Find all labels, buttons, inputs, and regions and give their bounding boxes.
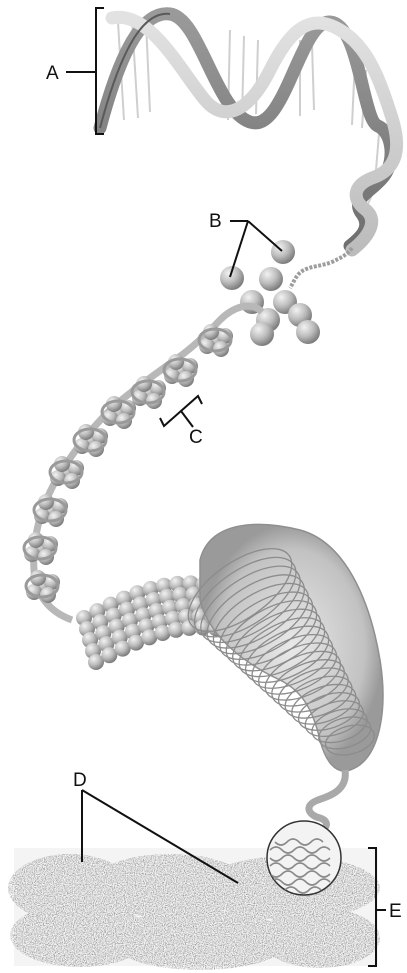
label-c-bracket xyxy=(160,396,202,427)
magnified-inset xyxy=(267,821,341,895)
label-e: E xyxy=(389,901,402,922)
dna-double-helix xyxy=(100,14,397,250)
label-d: D xyxy=(73,770,87,791)
histone-bead xyxy=(155,625,171,641)
label-a: A xyxy=(46,63,59,84)
histone-proteins xyxy=(220,240,320,346)
label-b: B xyxy=(209,211,222,232)
dna-linker-strand xyxy=(290,248,352,288)
label-c: C xyxy=(189,427,203,448)
looped-domain-coil xyxy=(175,524,383,850)
